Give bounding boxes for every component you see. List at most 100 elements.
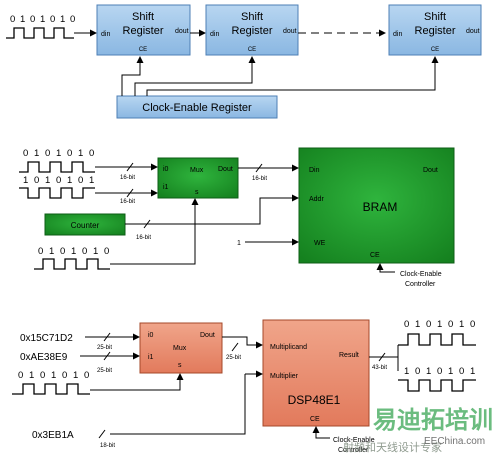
ce-wire [121,56,144,96]
watermark-logo: 易迪拓培训 射频和天线设计专家 EEChina.com [343,406,493,454]
bit-label: 1 [73,370,78,381]
bram-ce-port: CE [370,252,380,259]
bram-dout-port: Dout [423,167,438,174]
dsp-output-b-waveform [398,379,476,392]
bit-label: 1 [49,246,54,257]
bit-label: 1 [470,366,475,377]
bit-label: 1 [56,148,61,159]
bram-we-port: WE [314,240,326,247]
bus-slash [255,163,263,173]
bit-label: 1 [404,366,409,377]
bit-label: 0 [104,246,109,257]
bus-slash [126,188,134,198]
bram-mux: i0 Mux Dout i1 s [157,157,239,199]
mux-out-port: Dout [200,332,215,339]
bit-label: 0 [470,319,475,330]
dsp-output-b-bits: 1 0 1 0 1 0 1 [404,366,475,377]
bram-select-bits: 0 1 0 1 0 1 0 [38,246,109,257]
dsp-mux: i0 Dout Mux i1 s [139,322,223,374]
bit-label: 1 [415,319,420,330]
bus-slash [378,352,386,362]
mux-in0-port: i0 [148,332,154,339]
constant-a: 0x15C71D2 [20,333,73,344]
bus-slash [126,162,134,172]
bit-label: 0 [50,14,55,25]
bram-select-waveform [34,258,110,270]
bus-slash [103,351,111,361]
shift-input-waveform [6,27,74,39]
ce-wire [146,56,439,96]
multiplier-wire [110,374,246,435]
bram-din-port: Din [309,167,320,174]
bram-title: BRAM [363,200,398,214]
bit-label: 0 [67,148,72,159]
bus-width-label: 25-bit [226,355,241,361]
dsp-result-port: Result [339,352,359,359]
bit-label: 0 [78,175,83,186]
din-port: din [101,31,110,38]
bus-width-label: 18-bit [100,443,115,449]
bit-label: 1 [67,175,72,186]
bus-width-label: 16-bit [136,235,151,241]
bit-label: 0 [30,14,35,25]
bit-label: 0 [426,319,431,330]
bit-label: 1 [60,14,65,25]
shift-input-bits: 0 1 0 1 0 1 0 [10,14,75,25]
bit-label: 1 [29,370,34,381]
select-wire [110,198,199,265]
bit-label: 1 [71,246,76,257]
dsp-input-waveform [12,383,90,395]
mux-in1-port: i1 [163,184,169,191]
dsp-multiplier-port: Multiplier [270,373,299,380]
counter-block: Counter [44,213,126,236]
dout-port: dout [466,28,480,35]
dout-port: dout [175,28,189,35]
shift-register-title: Register [232,25,273,37]
dsp-title: DSP48E1 [288,393,341,407]
bram-input-a-waveform [19,161,95,173]
bit-label: 0 [56,175,61,186]
clock-enable-register-label: Clock-Enable Register [142,102,252,114]
counter-label: Counter [71,221,100,230]
din-port: din [393,31,402,38]
ce-controller-label: Clock-Enable [400,271,442,278]
watermark-subtitle: 射频和天线设计专家 [343,440,442,454]
bit-label: 0 [45,148,50,159]
ce-controller-label: Clock-Enable [333,437,375,444]
shift-register-title: Register [415,25,456,37]
select-wire [90,373,184,391]
bit-label: 0 [38,246,43,257]
bit-label: 0 [10,14,15,25]
ce-port: CE [431,47,439,53]
bit-label: 0 [23,148,28,159]
bit-label: 1 [437,319,442,330]
din-port: din [210,31,219,38]
mux-title: Mux [173,345,187,352]
ce-wire [134,56,256,96]
ce-port: CE [248,47,256,53]
mux-in1-port: i1 [148,354,154,361]
mux-in0-port: i0 [163,166,169,173]
mux-out-port: Dout [218,166,233,173]
bit-label: 0 [18,370,23,381]
bit-label: 1 [426,366,431,377]
shift-register-title: Shift [424,11,446,23]
bus-width-label: 16-bit [120,175,135,181]
dsp-ce-port: CE [310,416,320,423]
bit-label: 0 [62,370,67,381]
bus-slash [143,219,151,229]
bit-label: 1 [40,14,45,25]
bus-width-label: 25-bit [97,368,112,374]
bus-width-label: 16-bit [120,199,135,205]
bram-input-a-bits: 0 1 0 1 0 1 0 [23,148,94,159]
mux-title: Mux [190,167,204,174]
bit-label: 0 [89,148,94,159]
ce-controller-label: Controller [338,447,369,454]
bus-width-label: 43-bit [372,365,387,371]
dsp48e1-block: Multiplicand Result Multiplier DSP48E1 C… [262,319,370,427]
bit-label: 0 [84,370,89,381]
bit-label: 1 [45,175,50,186]
dout-port: dout [283,28,297,35]
bit-label: 1 [89,175,94,186]
